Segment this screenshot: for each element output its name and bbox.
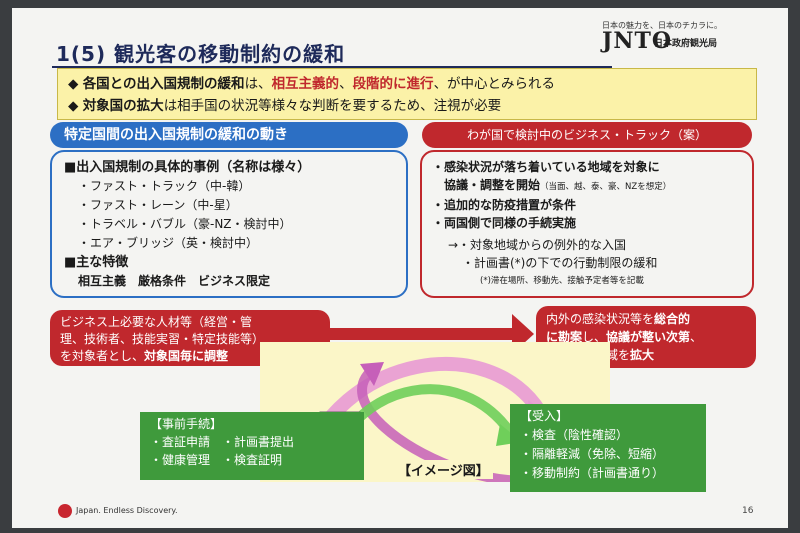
page-number: 16 (742, 506, 754, 516)
list-item: ・トラベル・バブル（豪-NZ・検討中） (78, 217, 292, 231)
summary-highlight: 段階的に進行 (352, 76, 434, 92)
list-item: ・両国側で同様の手続実施 (432, 216, 577, 230)
column: ・計画書提出 ・検査証明 (222, 433, 294, 469)
pre-procedure-columns: ・査証申請 ・健康管理 ・計画書提出 ・検査証明 (150, 433, 354, 469)
box-text-part: し、 (582, 330, 607, 344)
summary-term: 対象国の拡大 (82, 98, 164, 114)
right-arrow-icon (330, 328, 514, 340)
list-item: ・エア・ブリッジ（英・検討中） (78, 236, 259, 250)
box-text-part: 、 (690, 330, 703, 344)
box-text: を対象者とし、対象国毎に調整 (60, 348, 320, 365)
box-text: に勘案し、協議が整い次第、 (546, 328, 746, 346)
japan-logo-icon (58, 504, 72, 518)
summary-box: ◆ 各国との出入国規制の緩和は、相互主義的、段階的に進行、が中心とみられる ◆ … (57, 68, 757, 120)
summary-text: 、が中心とみられる (433, 76, 556, 92)
list-item: →・対象地域からの例外的な入国 (448, 238, 627, 252)
list-item: ・健康管理 (150, 453, 211, 467)
pre-procedure-box: 【事前手続】 ・査証申請 ・健康管理 ・計画書提出 ・検査証明 (140, 412, 364, 480)
image-label: 【イメージ図】 (394, 460, 493, 479)
box-text-part: に勘案 (546, 330, 583, 344)
list-item: ・検査（陰性確認） (520, 428, 629, 442)
column: ・査証申請 ・健康管理 (150, 433, 210, 469)
slide: 1(5) 観光客の移動制約の緩和 日本の魅力を、日本のチカラに。 JNTO 日本… (12, 8, 788, 528)
list-item: ・検査証明 (222, 453, 283, 467)
list-item: ・計画書(*)の下での行動制限の緩和 (462, 256, 658, 270)
list-item-note: （当面、越、泰、豪、NZを想定） (540, 182, 672, 192)
right-panel-header: わが国で検討中のビジネス・トラック（案） (422, 122, 752, 148)
list-item: ・ファスト・トラック（中-韓） (78, 179, 251, 193)
summary-highlight: 相互主義的 (271, 76, 340, 92)
box-text-bold: 総合的 (654, 312, 691, 326)
list-item: ・ファスト・レーン（中-星） (78, 198, 238, 212)
list-item: ・計画書提出 (222, 435, 295, 449)
left-panel-header: 特定国間の出入国規制の緩和の動き (50, 122, 408, 148)
list-item: ・追加的な防疫措置が条件 (432, 198, 577, 212)
box-text-part: を対象者とし、 (60, 349, 145, 363)
summary-line-2: ◆ 対象国の拡大は相手国の状況等様々な判断を要するため、注視が必要 (68, 98, 502, 114)
list-item: ・査証申請 (150, 435, 211, 449)
footnote: (*)滞在場所、移動先、接触予定者等を記載 (480, 276, 644, 286)
box-text: 内外の感染状況等を総合的 (546, 310, 746, 328)
acceptance-box: 【受入】 ・検査（陰性確認） ・隔離軽減（免除、短縮） ・移動制約（計画書通り） (510, 404, 706, 492)
jnto-logo: JNTO (602, 28, 673, 54)
list-item: ・移動制約（計画書通り） (520, 466, 665, 480)
list-item: ・隔離軽減（免除、短縮） (520, 447, 665, 461)
list-item: ・感染状況が落ち着いている地域を対象に (432, 160, 660, 174)
box-text-bold: 拡大 (630, 348, 655, 362)
list-item-text: 協議・調整を開始 (444, 178, 541, 192)
summary-term: 各国との出入国規制の緩和 (82, 76, 245, 92)
list-item: 協議・調整を開始（当面、越、泰、豪、NZを想定） (432, 176, 742, 196)
section-heading: ■出入国規制の具体的事例（名称は様々） (64, 160, 311, 175)
logo-subtitle: 日本政府観光局 (654, 39, 718, 49)
box-text-bold: 対象国毎に調整 (144, 349, 229, 363)
summary-text: 、 (339, 76, 353, 92)
box-title: 【受入】 (520, 409, 569, 423)
section-heading: ■主な特徴 (64, 255, 129, 270)
box-text-bold: 協議が整い次第 (606, 330, 691, 344)
box-text: 理、技術者、技能実習・特定技能等） (60, 332, 265, 346)
right-panel: ・感染状況が落ち着いている地域を対象に 協議・調整を開始（当面、越、泰、豪、NZ… (420, 150, 754, 298)
summary-text: は相手国の状況等様々な判断を要するため、注視が必要 (163, 98, 502, 114)
title-underline (52, 66, 612, 68)
features-text: 相互主義 厳格条件 ビジネス限定 (78, 274, 271, 288)
box-title: 【事前手続】 (150, 417, 223, 431)
summary-line-1: ◆ 各国との出入国規制の緩和は、相互主義的、段階的に進行、が中心とみられる (68, 76, 556, 92)
logo-tagline: 日本の魅力を、日本のチカラに。 (602, 21, 722, 30)
left-panel: ■出入国規制の具体的事例（名称は様々） ・ファスト・トラック（中-韓） ・ファス… (50, 150, 408, 298)
footer-brand: Japan. Endless Discovery. (76, 506, 178, 515)
page-title: 1(5) 観光客の移動制約の緩和 (56, 42, 346, 66)
summary-text: は、 (244, 76, 272, 92)
box-text: ビジネス上必要な人材等（経営・管 (60, 315, 253, 329)
box-text-part: 内外の感染状況等を (546, 312, 655, 326)
